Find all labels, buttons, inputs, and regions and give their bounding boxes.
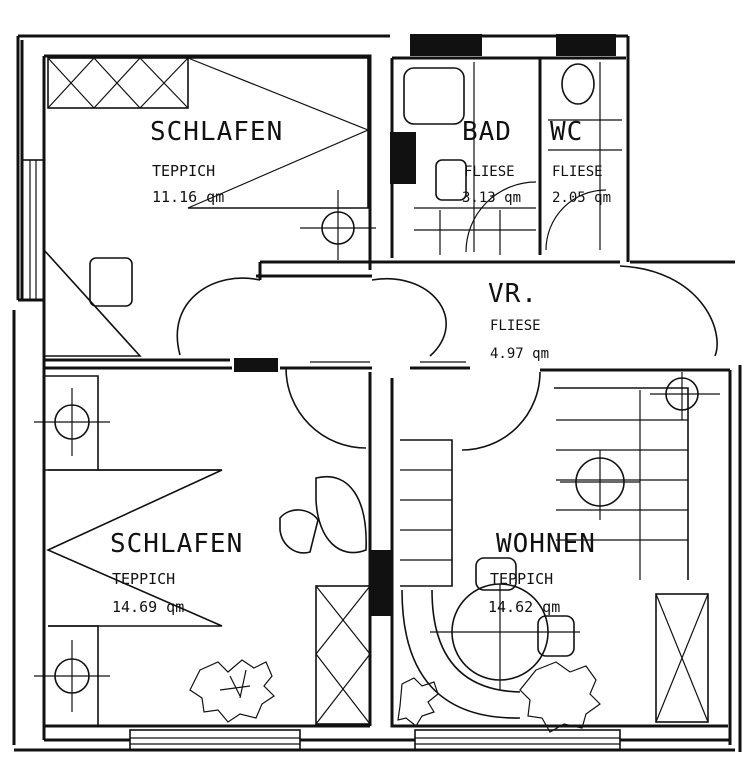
room-area: 4.97 qm	[490, 346, 549, 362]
room-name: SCHLAFEN	[110, 529, 243, 559]
floor-material: FLIESE	[490, 318, 541, 334]
room-bad-wc	[390, 56, 626, 258]
room-schlafen-bottom	[34, 372, 372, 728]
exterior-walls	[12, 34, 742, 752]
label-wohnen: WOHNEN TEPPICH 14.62 qm	[488, 529, 596, 616]
label-schlafen-bottom: SCHLAFEN TEPPICH 14.69 qm	[110, 529, 243, 616]
room-flur	[44, 260, 730, 451]
label-schlafen-top: SCHLAFEN TEPPICH 11.16 qm	[150, 117, 283, 206]
label-wc: WC FLIESE 2.05 qm	[550, 117, 611, 206]
windows	[21, 159, 621, 751]
room-area: 14.62 qm	[488, 598, 560, 616]
room-name: BAD	[462, 117, 512, 147]
room-schlafen-top	[42, 54, 376, 362]
floor-material: FLIESE	[464, 164, 515, 180]
room-name: SCHLAFEN	[150, 117, 283, 147]
room-name: VR.	[488, 279, 538, 309]
label-bad: BAD FLIESE 3.13 qm	[462, 117, 521, 206]
floor-material: FLIESE	[552, 164, 603, 180]
room-area: 3.13 qm	[462, 190, 521, 206]
room-area: 14.69 qm	[112, 598, 184, 616]
floor-material: TEPPICH	[112, 570, 175, 588]
label-flur: VR. FLIESE 4.97 qm	[488, 279, 549, 362]
room-area: 2.05 qm	[552, 190, 611, 206]
floor-material: TEPPICH	[490, 570, 553, 588]
room-area: 11.16 qm	[152, 188, 224, 206]
room-wohnen	[390, 372, 728, 733]
room-name: WOHNEN	[496, 529, 596, 559]
floor-material: TEPPICH	[152, 162, 215, 180]
room-name: WC	[550, 117, 583, 147]
